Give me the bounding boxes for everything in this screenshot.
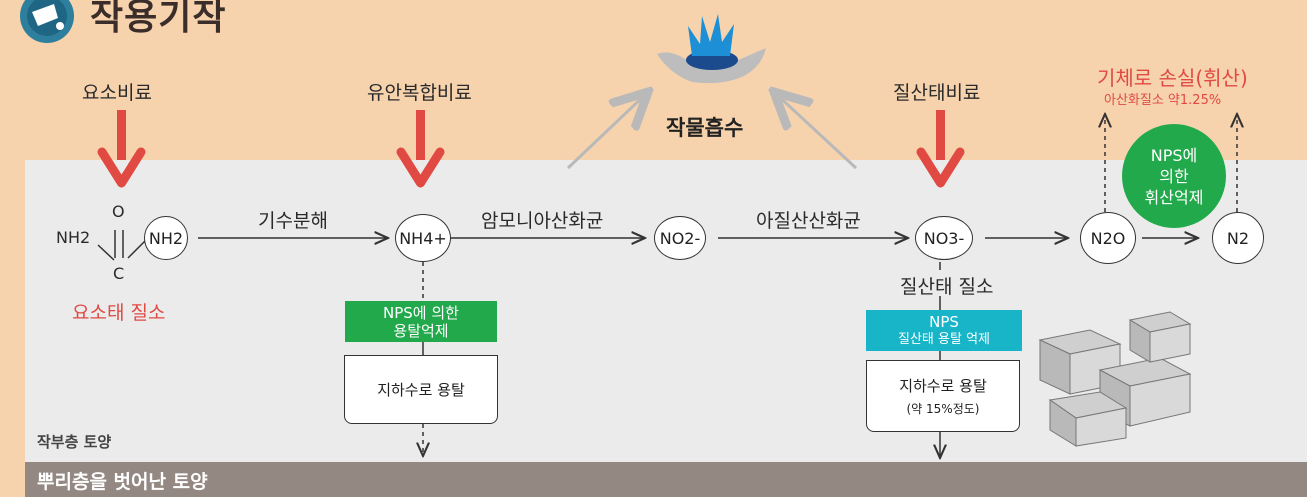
gas-loss-sub-label: 아산화질소 약1.25% [1104,93,1222,108]
topsoil-label: 작부층 토양 [37,433,112,451]
n2-node: N2 [1212,212,1264,264]
groundwater-leaching-box-2: 지하수로 용탈 (약 15%정도) [866,360,1020,432]
gas-loss-label: 기체로 손실(휘산) [1097,66,1248,90]
nps-leaching-tag: NPS에 의한 용탈억제 [345,301,497,342]
red-arrow-compound [396,110,445,188]
urea-nitrogen-label: 요소태 질소 [72,302,166,324]
urea-o: O [112,202,125,221]
ammonia-oxidizer-label: 암모니아산화균 [481,210,604,232]
compound-fertilizer-label: 유안복합비료 [367,82,472,104]
hand-plant-icon [657,14,766,84]
below-root-label: 뿌리층을 벗어난 토양 [37,471,208,493]
below-root-band [25,462,1307,497]
no2-node: NO2- [654,216,706,260]
nps-nitrate-tag: NPS 질산태 용탈 억제 [866,310,1022,351]
nh2-node: NH2 [144,216,188,260]
red-arrow-urea [97,110,146,188]
crop-uptake-label: 작물흡수 [666,116,744,140]
nitrite-oxidizer-label: 아질산산화균 [756,210,861,232]
hydrolysis-label: 기수분해 [258,210,328,232]
urea-c: C [113,264,125,283]
soil-structure-illustration [1038,311,1192,447]
urea-nh2-left: NH2 [56,228,91,247]
groundwater-leaching-box-1: 지하수로 용탈 [344,355,498,424]
nitrate-fertilizer-label: 질산태비료 [893,82,981,104]
page-title: 작용기작 [90,0,227,38]
watering-can-icon [20,0,74,43]
nps-volatilization-badge: NPS에 의한 휘산억제 [1122,124,1226,228]
uptake-arrow-right [774,92,858,170]
n2o-node: N2O [1080,212,1136,264]
nh4-node: NH4+ [395,214,451,262]
red-arrow-nitrate [916,110,965,188]
uptake-arrow-left [566,92,648,170]
urea-fertilizer-label: 요소비료 [82,82,152,104]
no3-node: NO3- [915,216,973,260]
nitrate-nitrogen-label: 질산태 질소 [900,276,994,298]
